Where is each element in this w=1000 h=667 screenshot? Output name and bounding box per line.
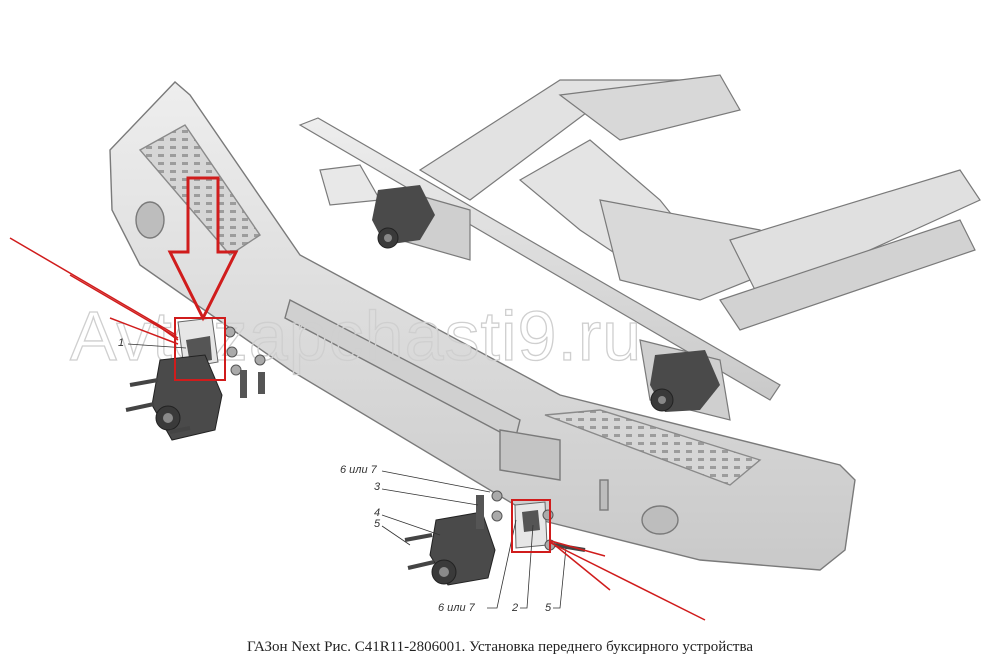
frame-tow-hook-right <box>650 350 720 412</box>
front-bumper <box>109 81 856 571</box>
left-tow-hook-assembly <box>125 317 266 441</box>
callout-3: 3 <box>374 481 381 493</box>
down-arrow-icon <box>167 176 239 322</box>
callout-1: 1 <box>118 337 124 349</box>
frame-tow-hook-left <box>372 185 435 249</box>
highlight-box-right <box>511 499 551 553</box>
figure-caption: ГАЗон Next Рис. C41R11-2806001. Установк… <box>246 639 753 655</box>
callout-2: 2 <box>511 602 518 614</box>
callout-6-or-7-top: 6 или 7 <box>340 464 378 476</box>
callout-5-left: 5 <box>374 518 381 530</box>
leader-lines <box>127 343 567 609</box>
callout-6-or-7-bottom: 6 или 7 <box>438 602 476 614</box>
callout-4: 4 <box>374 507 380 519</box>
callout-5-bottom: 5 <box>545 602 552 614</box>
red-annotations <box>9 176 706 621</box>
highlight-box-left <box>174 317 226 381</box>
